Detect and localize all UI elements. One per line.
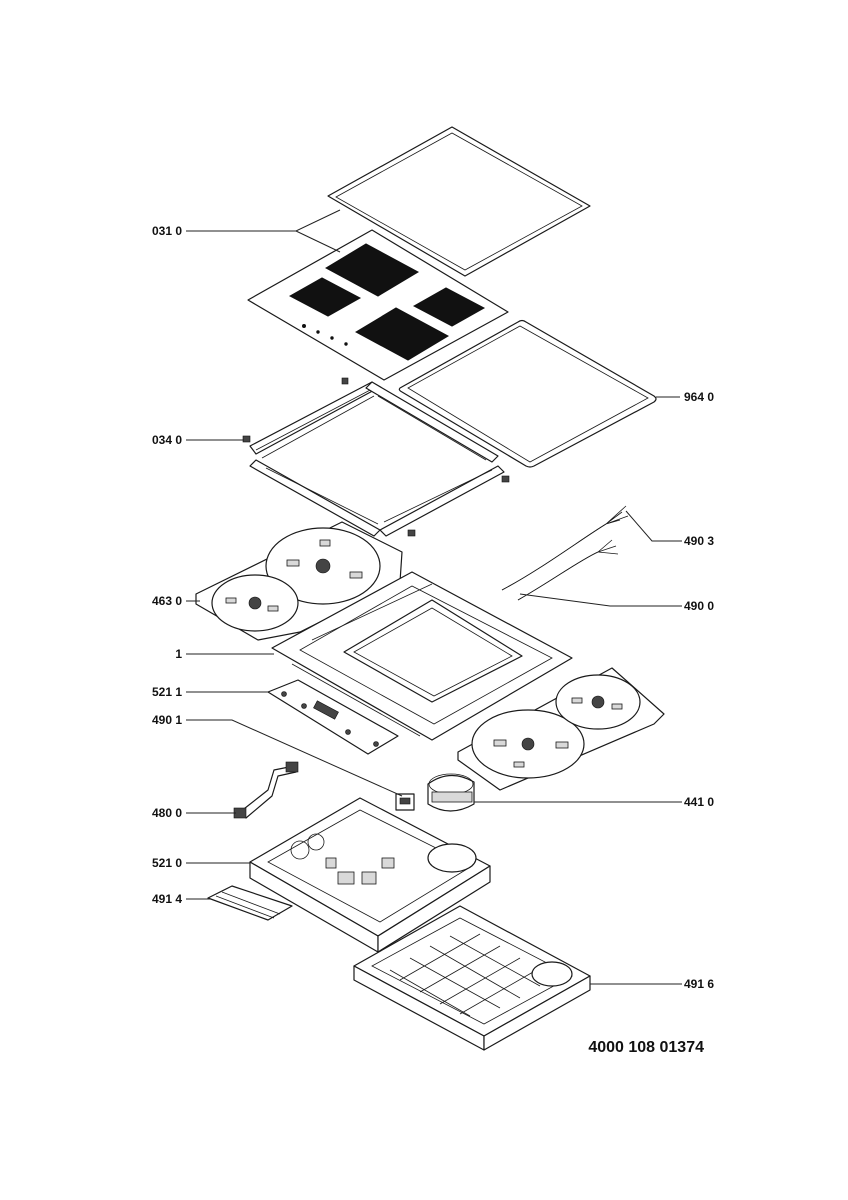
cooking-zone-front-right (354, 307, 450, 361)
filter (207, 885, 293, 921)
label-441-0: 441 0 (684, 795, 714, 809)
fan (427, 773, 475, 812)
coil-plate-left (195, 521, 403, 641)
label-964-0: 964 0 (684, 390, 714, 404)
base-tray (271, 571, 573, 741)
bottom-casing (353, 905, 591, 1051)
drawing-number: 4000 108 01374 (588, 1039, 704, 1056)
part-labels: 031 0 964 0 034 0 490 3 490 0 463 0 1 52… (152, 224, 714, 991)
label-490-3: 490 3 (684, 534, 714, 548)
glass-seal-frame (327, 126, 591, 277)
cooking-zone-rear-left (324, 243, 420, 297)
ribbon-cable (233, 761, 299, 819)
label-1: 1 (175, 647, 182, 661)
cooking-zone-front-left (288, 277, 362, 317)
label-491-4: 491 4 (152, 892, 182, 906)
label-521-1: 521 1 (152, 685, 182, 699)
frame-profiles (242, 377, 510, 537)
control-board (267, 679, 399, 755)
label-463-0: 463 0 (152, 594, 182, 608)
label-491-6: 491 6 (684, 977, 714, 991)
label-490-0: 490 0 (684, 599, 714, 613)
ceramic-glass-top (247, 229, 509, 381)
leader-lines (186, 209, 682, 985)
power-board-casing (249, 797, 491, 953)
label-034-0: 034 0 (152, 433, 182, 447)
gasket (398, 319, 657, 468)
cooking-zone-rear-right (412, 287, 486, 327)
label-521-0: 521 0 (152, 856, 182, 870)
cable-set (501, 505, 629, 601)
label-490-1: 490 1 (152, 713, 182, 727)
label-031-0: 031 0 (152, 224, 182, 238)
coil-plate-right (457, 667, 665, 791)
connector (395, 793, 415, 811)
label-480-0: 480 0 (152, 806, 182, 820)
